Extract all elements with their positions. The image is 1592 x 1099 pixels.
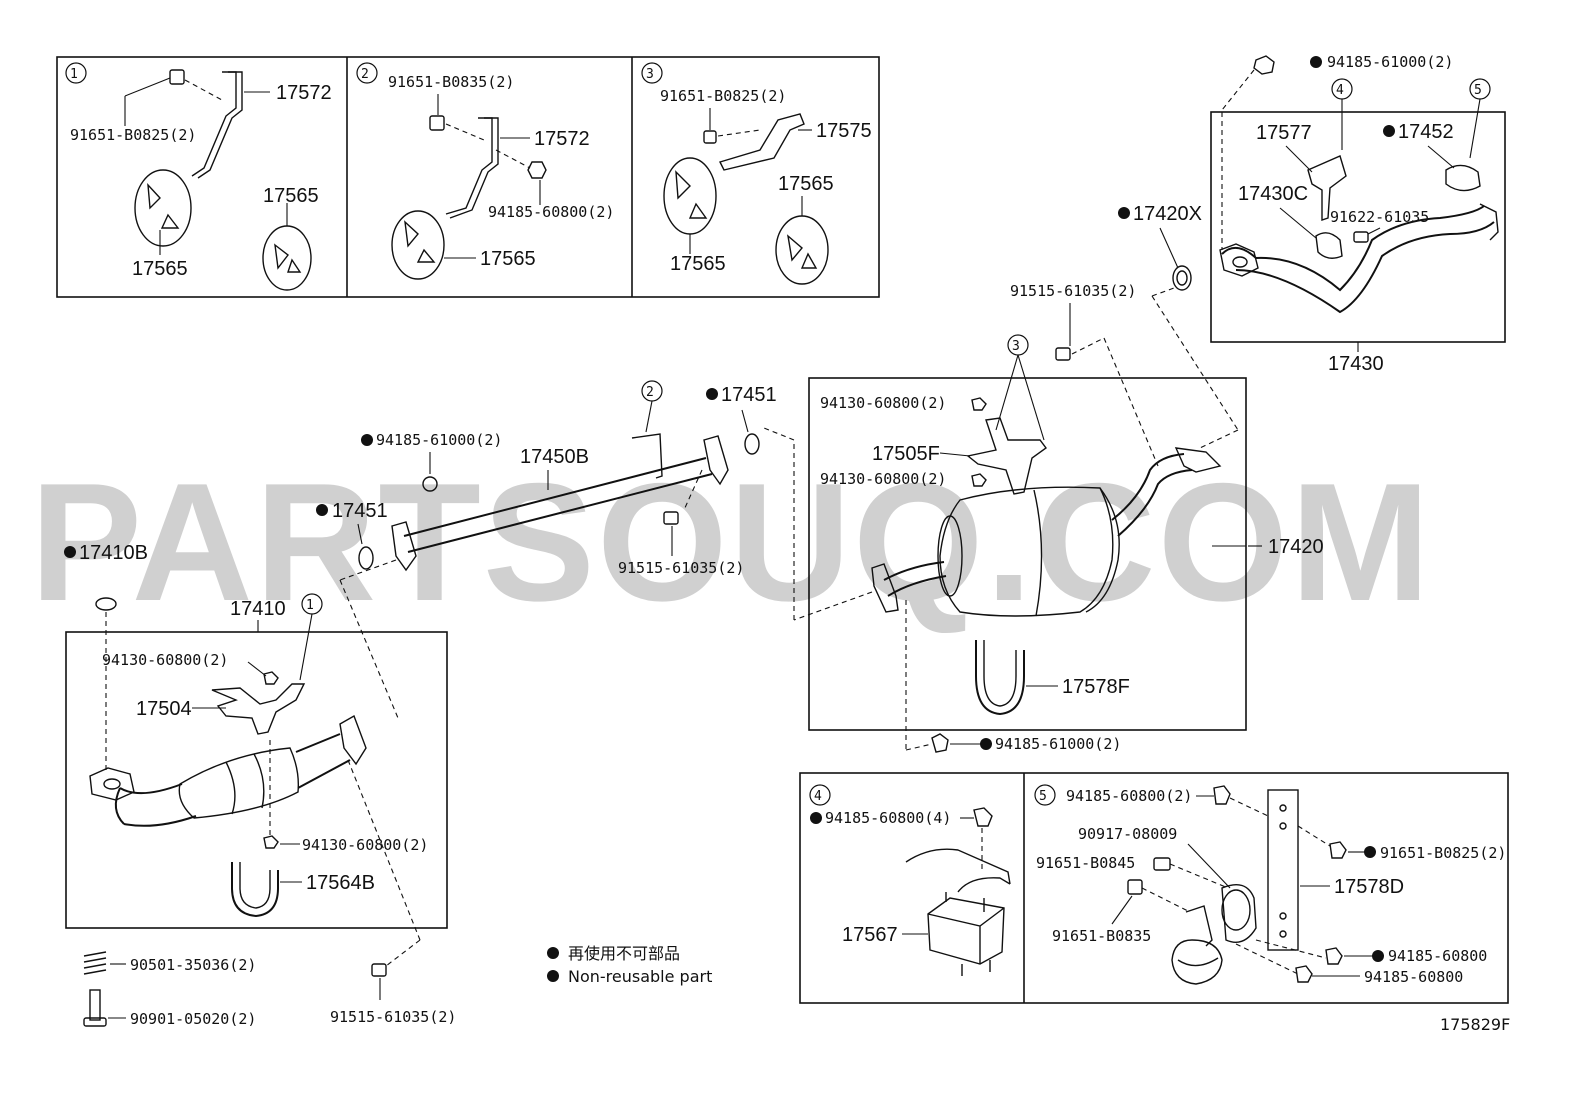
detail-5: 5 94185-60800(2) 90917-08009 17578D 9165… [1034, 784, 1506, 986]
front-gasket-label: 17410B [79, 542, 148, 564]
front-gasket-center-label: 17451 [332, 500, 388, 522]
detail-3: 3 91651-B0825(2) 17575 17565 17565 [641, 62, 872, 285]
muffler-bracket-label: 17505F [872, 443, 940, 465]
detail5-nut-label: 94185-60800(2) [1066, 787, 1192, 805]
callout-3: 3 [646, 67, 654, 82]
detail5-nut-c-label: 94185-60800 [1364, 968, 1463, 986]
front-pipe-group: 17410B 17410 1 94130-60800(2) 17504 9413… [64, 542, 456, 1028]
tail-pipe-group: 94185-61000(2) 4 5 17577 17452 17430C 91… [1010, 53, 1506, 467]
center-bolt-label: 91515-61035(2) [618, 559, 744, 577]
callout-5-tail: 5 [1474, 83, 1482, 98]
detail1-bolt-label: 91651-B0825(2) [70, 126, 196, 144]
detail3-hanger-a-label: 17565 [670, 253, 726, 275]
center-pipe-label: 17450B [520, 446, 589, 468]
front-pipe-box [65, 631, 448, 929]
detail4-nut-label: 94185-60800(4) [825, 809, 951, 827]
callout-4-tail: 4 [1336, 83, 1344, 98]
tail-bolt2-label: 91515-61035(2) [1010, 282, 1136, 300]
front-bolt2-label: 91515-61035(2) [330, 1008, 456, 1026]
callout-3-muffler: 3 [1012, 339, 1020, 354]
front-nut-b-label: 94130-60800(2) [302, 836, 428, 854]
detail-4: 4 94185-60800(4) 17567 [809, 784, 1011, 976]
drawing-number: 175829F [1440, 1015, 1510, 1034]
tail-pipe-box [1210, 111, 1506, 343]
front-spring-label: 90501-35036(2) [130, 956, 256, 974]
detail-2: 2 91651-B0835(2) 17572 94185-60800(2) 17… [356, 62, 614, 280]
center-pipe-group: 2 17451 94185-61000(2) 17450B 91515-6103… [316, 380, 777, 719]
detail5-bracket-label: 17578D [1334, 876, 1404, 898]
detail2-bracket-label: 17572 [534, 128, 590, 150]
tail-bolt-label: 91622-61035 [1330, 208, 1429, 226]
detail2-bolt-label: 91651-B0835(2) [388, 73, 514, 91]
tail-bracket-label: 17577 [1256, 122, 1312, 144]
center-nut-label: 94185-61000(2) [376, 431, 502, 449]
detail5-nut-b-label: 94185-60800 [1388, 947, 1487, 965]
detail3-hanger-b-label: 17565 [778, 173, 834, 195]
detail5-bolt-c-label: 91651-B0825(2) [1380, 844, 1506, 862]
front-bracket-label: 17504 [136, 698, 192, 720]
detail-panel-bottom [799, 772, 1509, 1004]
watermark: PARTSOUQ.COM [30, 448, 1432, 636]
tail-hanger-label: 17430C [1238, 183, 1308, 205]
muffler-nut-c-label: 94185-61000(2) [995, 735, 1121, 753]
front-bolt-label: 90901-05020(2) [130, 1010, 256, 1028]
muffler-nut-a-label: 94130-60800(2) [820, 394, 946, 412]
callout-5: 5 [1039, 789, 1047, 804]
tail-gasket-label: 17420X [1133, 203, 1202, 225]
legend-japanese: 再使用不可部品 [568, 944, 680, 963]
front-ubolt-label: 17564B [306, 872, 375, 894]
detail2-hanger-label: 17565 [480, 248, 536, 270]
legend-english: Non-reusable part [568, 967, 712, 986]
muffler-box [808, 377, 1247, 731]
center-gasket-a-label: 17451 [721, 384, 777, 406]
callout-2-center: 2 [646, 385, 654, 400]
detail-1: 1 17572 91651-B0825(2) 17565 17565 [65, 62, 332, 291]
detail2-nut-label: 94185-60800(2) [488, 203, 614, 221]
callout-4: 4 [814, 789, 822, 804]
muffler-group: 3 94130-60800(2) 17505F 94130-60800(2) 1… [763, 334, 1324, 753]
callout-1-front: 1 [306, 598, 314, 613]
detail1-hanger-a-label: 17565 [132, 258, 188, 280]
muffler-nut-b-label: 94130-60800(2) [820, 470, 946, 488]
detail5-hanger-label: 90917-08009 [1078, 825, 1177, 843]
tail-clamp-label: 17452 [1398, 121, 1454, 143]
tail-nut-label: 94185-61000(2) [1327, 53, 1453, 71]
detail1-hanger-b-label: 17565 [263, 185, 319, 207]
front-nut-a-label: 94130-60800(2) [102, 651, 228, 669]
front-assembly-label: 17410 [230, 598, 286, 620]
detail1-bracket-label: 17572 [276, 82, 332, 104]
legend: 再使用不可部品 Non-reusable part [547, 944, 712, 986]
detail5-bolt-a-label: 91651-B0845 [1036, 854, 1135, 872]
callout-1: 1 [70, 67, 78, 82]
muffler-assembly-label: 17420 [1268, 536, 1324, 558]
callout-2: 2 [361, 67, 369, 82]
detail4-mount-label: 17567 [842, 924, 898, 946]
tail-pipe-label: 17430 [1328, 353, 1384, 375]
detail-panel-top [56, 56, 880, 298]
detail3-bracket-label: 17575 [816, 120, 872, 142]
muffler-ubolt-label: 17578F [1062, 676, 1130, 698]
detail3-bolt-label: 91651-B0825(2) [660, 87, 786, 105]
detail5-bolt-b-label: 91651-B0835 [1052, 927, 1151, 945]
